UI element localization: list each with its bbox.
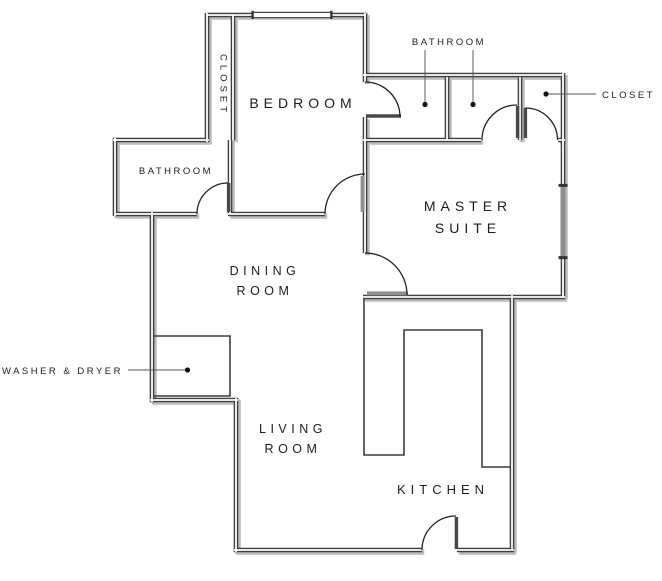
label-bathroom-top: BATHROOM: [412, 37, 486, 48]
closet-right-leader-dot: [543, 91, 549, 97]
wall-cores: [113, 13, 565, 552]
bedroom-door-arc: [324, 173, 366, 215]
label-kitchen: KITCHEN: [397, 482, 489, 497]
door-swing-arcs: [196, 81, 559, 551]
washer-dryer-nook-outline: [154, 335, 231, 397]
washer-dryer-leader-dot: [184, 367, 191, 373]
label-closet-right: CLOSET: [602, 90, 655, 101]
label-master-suite-line2: SUITE: [435, 220, 501, 236]
label-living-room-line1: LIVING: [259, 422, 327, 436]
window-bedroom-north: [251, 10, 333, 19]
master-door-arc: [364, 252, 408, 296]
bathroom-leader-dot-2: [470, 101, 476, 108]
left-bathroom-door-arc: [196, 182, 229, 215]
kitchen-counter-outline: [363, 299, 510, 468]
label-dining-room-line1: DINING: [230, 264, 301, 278]
gray-door-leaves: [360, 176, 408, 296]
top-bathroom-door-arc: [481, 104, 518, 141]
label-dining-room-line2: ROOM: [237, 284, 294, 298]
label-bedroom: BEDROOM: [249, 95, 356, 111]
label-bedroom-closet: CLOSET: [218, 54, 229, 116]
door-leaves: [226, 106, 528, 549]
bathroom-leader-dot-1: [422, 101, 428, 108]
window-master-east: [558, 183, 568, 260]
label-living-room-line2: ROOM: [265, 442, 322, 456]
annotation-leaders: [128, 50, 596, 373]
thin-partitions: [154, 299, 510, 468]
walls: [112, 12, 566, 553]
label-bathroom-left: BATHROOM: [139, 166, 213, 177]
right-closet-door-arc: [525, 107, 559, 141]
room-labels: BEDROOM CLOSET BATHROOM CLOSET BATHROOM …: [2, 37, 655, 497]
bedroom-bath-door-arc: [364, 81, 401, 118]
label-master-suite-line1: MASTER: [424, 198, 512, 214]
label-washer-dryer: WASHER & DRYER: [2, 366, 123, 377]
wall-segments: [112, 12, 566, 553]
entry-door-arc: [421, 515, 457, 551]
